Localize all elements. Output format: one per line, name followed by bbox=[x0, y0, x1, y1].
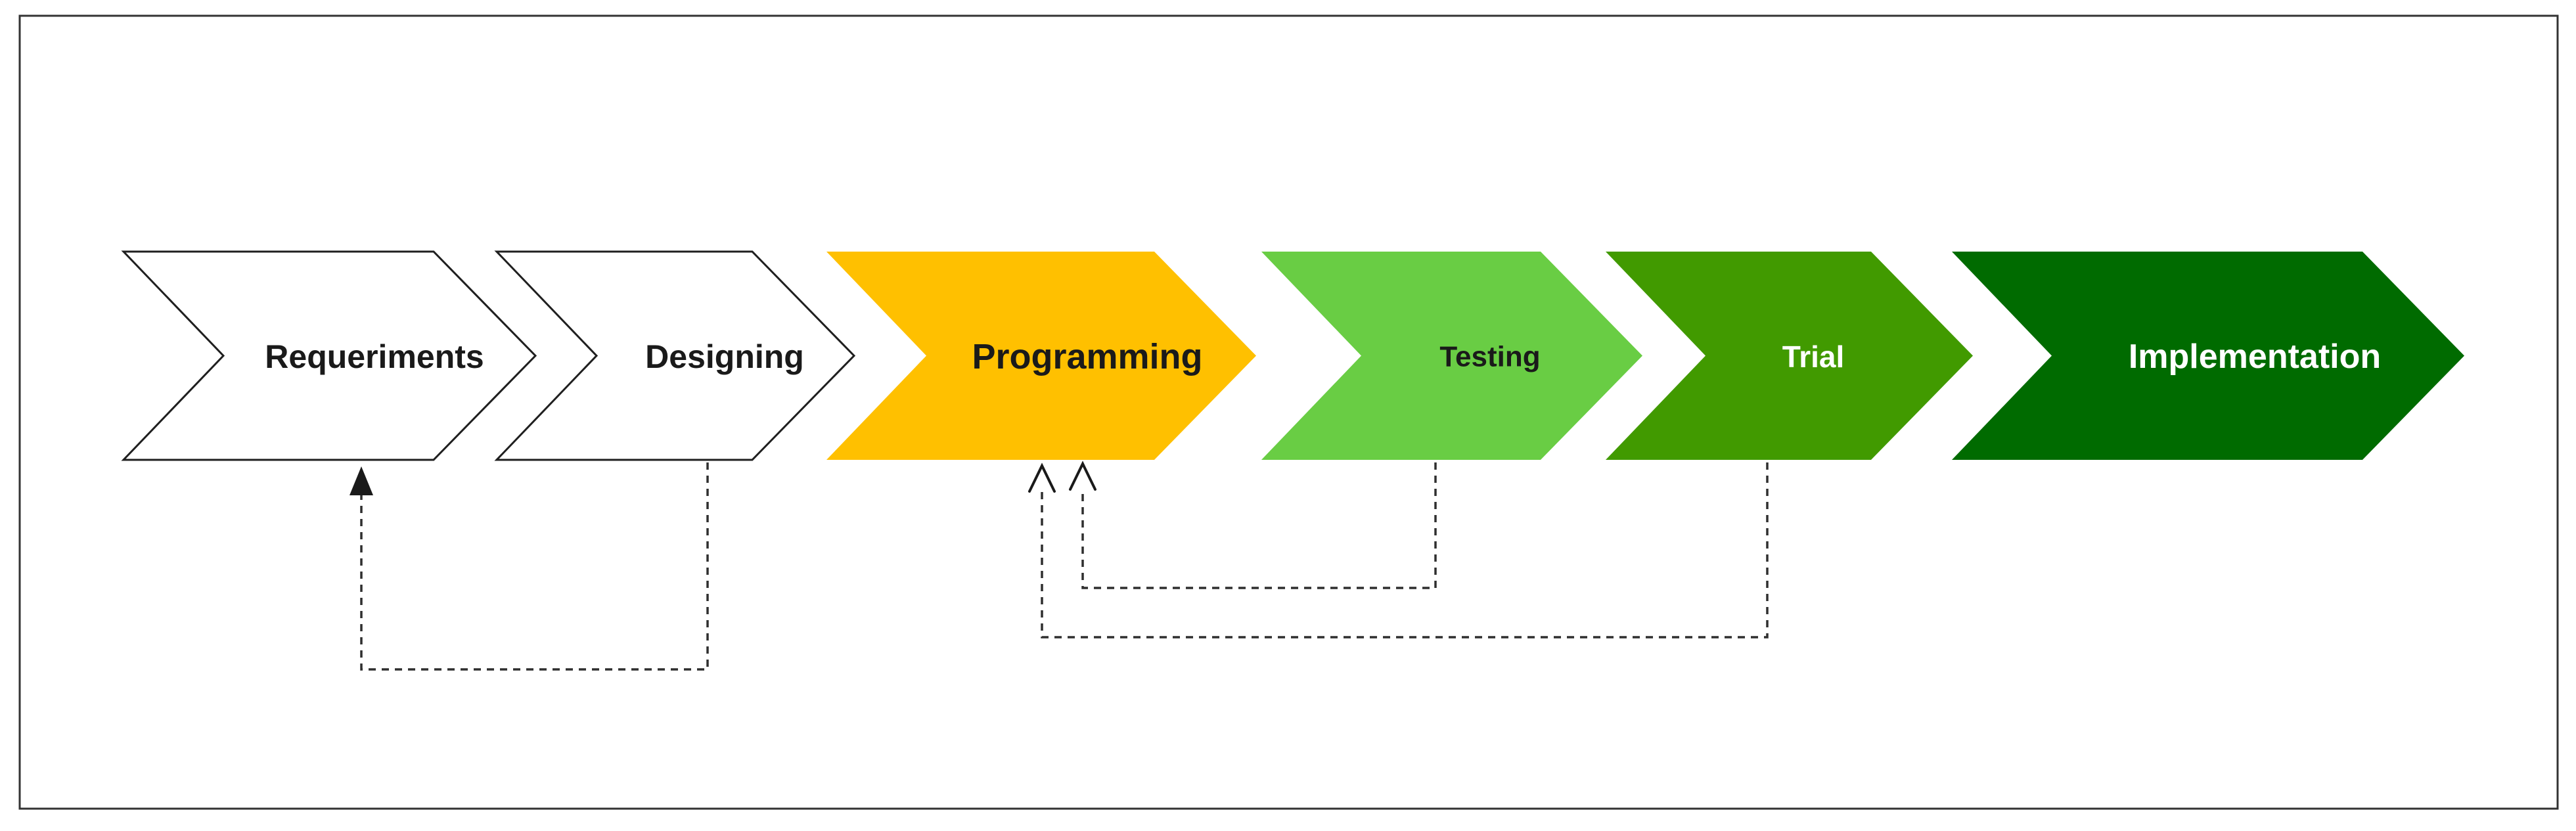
feedback-loop-testing-to-programming bbox=[1069, 460, 1437, 589]
feedback-line-designing-to-requeriments bbox=[360, 462, 709, 671]
stage-requeriments: Requeriments bbox=[121, 250, 537, 461]
stage-label-designing: Designing bbox=[645, 338, 804, 375]
stage-trial: Trial bbox=[1606, 252, 1973, 460]
chevron-shape-programming bbox=[826, 252, 1256, 460]
chevron-shape-requeriments bbox=[121, 250, 537, 461]
stage-label-testing: Testing bbox=[1439, 341, 1540, 373]
stage-designing: Designing bbox=[494, 250, 856, 461]
stage-testing: Testing bbox=[1261, 252, 1642, 460]
feedback-line-testing-to-programming bbox=[1081, 462, 1437, 589]
stage-programming: Programming bbox=[826, 252, 1256, 460]
arrowhead-solid-requeriments bbox=[350, 466, 373, 495]
stage-label-requeriments: Requeriments bbox=[265, 338, 484, 375]
feedback-loop-designing-to-requeriments bbox=[350, 462, 709, 671]
chevron-shape-designing bbox=[494, 250, 856, 461]
stage-label-trial: Trial bbox=[1782, 340, 1845, 374]
chevron-shape-implementation bbox=[1952, 252, 2464, 460]
arrowhead-open-testing-to-programming bbox=[1069, 460, 1096, 491]
feedback-line-trial-to-programming bbox=[1041, 462, 1769, 639]
arrowhead-open-trial-to-programming bbox=[1028, 462, 1056, 493]
stage-label-implementation: Implementation bbox=[2129, 338, 2381, 376]
feedback-loop-trial-to-programming bbox=[1028, 462, 1769, 639]
outer-border bbox=[18, 14, 2559, 810]
chevron-shape-testing bbox=[1261, 252, 1642, 460]
stage-implementation: Implementation bbox=[1952, 252, 2464, 460]
chevron-shape-trial bbox=[1606, 252, 1973, 460]
stage-label-programming: Programming bbox=[972, 337, 1202, 376]
